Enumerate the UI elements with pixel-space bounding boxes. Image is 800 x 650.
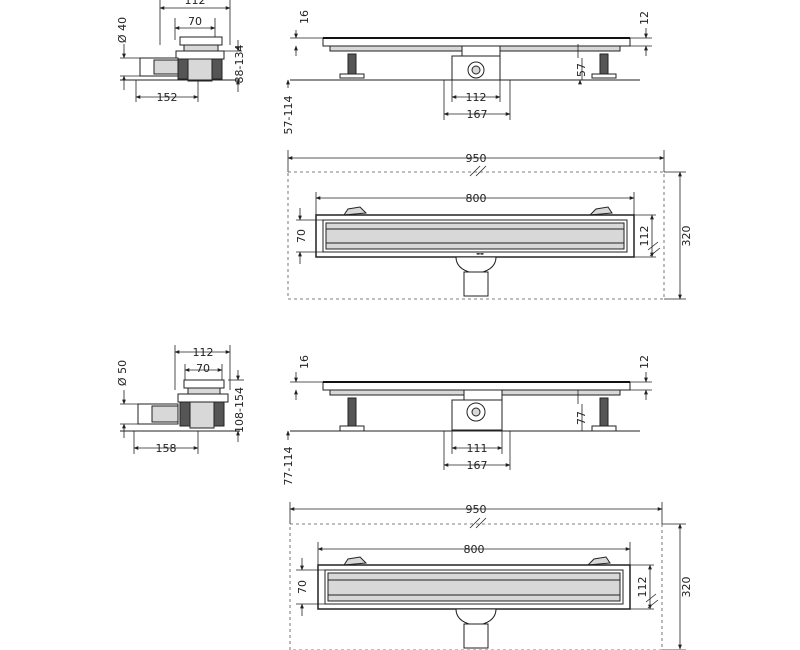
side-a-pipe: Ø 40 [116, 17, 129, 43]
svg-text:▬▬: ▬▬ [476, 251, 484, 256]
assembly-b: 112 70 Ø 50 108-154 [116, 345, 693, 650]
side-a-152: 152 [157, 91, 178, 104]
top-a-112: 112 [638, 226, 651, 247]
side-b-pipe: Ø 50 [116, 360, 129, 386]
front-a-range: 57-114 [282, 96, 295, 135]
top-a-320: 320 [680, 226, 693, 247]
top-b-950: 950 [466, 503, 487, 516]
top-b-112: 112 [636, 577, 649, 598]
top-b-70: 70 [296, 580, 309, 594]
top-a-800: 800 [466, 192, 487, 205]
front-a-16: 16 [298, 10, 311, 24]
top-view-a: 950 800 ▬▬ [287, 150, 693, 300]
top-a-70: 70 [295, 229, 308, 243]
front-b-12: 12 [638, 355, 651, 369]
top-b-800: 800 [464, 543, 485, 556]
side-b-112: 112 [193, 346, 214, 359]
front-b-77: 77 [575, 411, 588, 425]
assembly-a: 112 70 Ø 40 88-134 [116, 0, 693, 300]
top-view-b: 950 800 70 [289, 502, 693, 650]
side-view-a: 112 70 Ø 40 88-134 [116, 0, 246, 104]
front-b-111: 111 [467, 442, 488, 455]
side-a-112: 112 [185, 0, 206, 7]
side-b-158: 158 [156, 442, 177, 455]
top-a-950: 950 [466, 152, 487, 165]
top-b-320: 320 [680, 577, 693, 598]
front-b-167: 167 [467, 459, 488, 472]
front-a-167: 167 [467, 108, 488, 121]
front-b-16: 16 [298, 355, 311, 369]
front-view-b: 16 12 77 77-114 111 167 [282, 355, 652, 485]
side-view-b: 112 70 Ø 50 108-154 [116, 345, 246, 455]
side-b-70: 70 [196, 362, 210, 375]
side-a-height: 88-134 [233, 45, 246, 84]
front-a-57: 57 [575, 63, 588, 77]
front-a-12: 12 [638, 11, 651, 25]
side-b-height: 108-154 [233, 387, 246, 433]
front-b-range: 77-114 [282, 447, 295, 486]
front-a-112: 112 [466, 91, 487, 104]
side-a-70: 70 [188, 15, 202, 28]
front-view-a: 16 12 57 57-114 112 167 [282, 10, 652, 134]
